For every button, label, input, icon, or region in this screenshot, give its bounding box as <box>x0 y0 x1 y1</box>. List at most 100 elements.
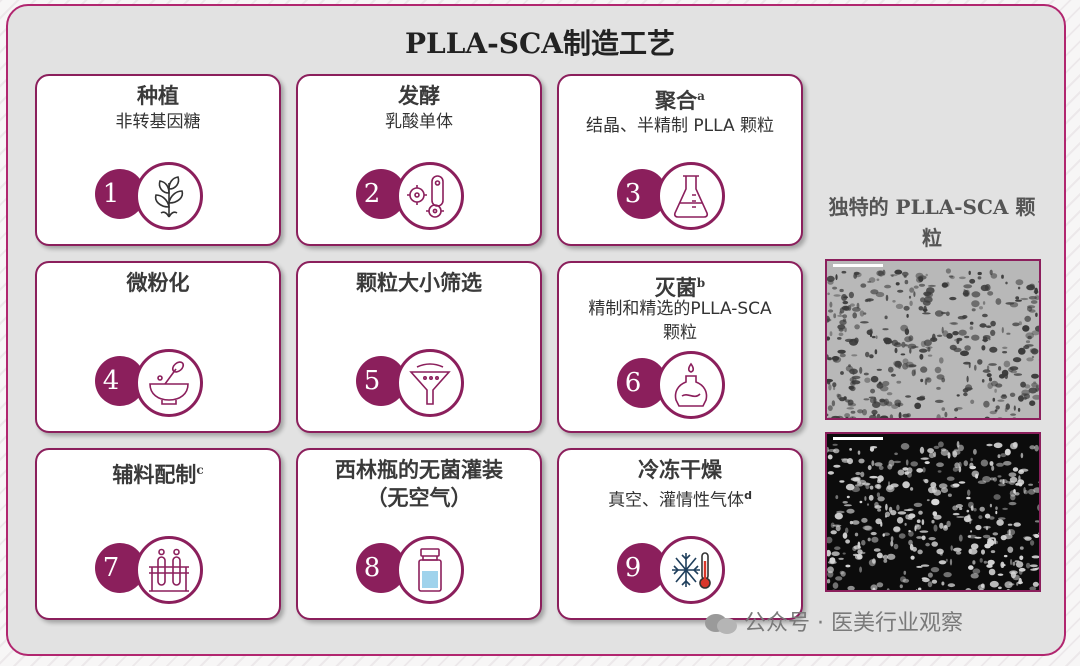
particle <box>869 476 878 479</box>
particle <box>1031 348 1038 354</box>
particle <box>1010 494 1015 500</box>
particle <box>861 518 867 523</box>
particle <box>827 379 833 382</box>
particle <box>972 560 975 564</box>
step-subtitle: 乳酸单体 <box>298 110 540 134</box>
particle <box>1004 361 1011 368</box>
particle <box>1028 484 1033 486</box>
particle <box>1015 296 1019 300</box>
particle <box>1009 472 1017 477</box>
particle <box>830 590 838 592</box>
particle <box>1008 524 1013 526</box>
particle <box>920 366 927 372</box>
particle <box>829 302 832 308</box>
step-title: 微粉化 <box>37 269 279 297</box>
particle <box>833 582 839 589</box>
particle <box>972 471 980 478</box>
particle <box>827 293 830 296</box>
particle <box>1031 300 1038 304</box>
particle <box>854 272 860 275</box>
particle <box>928 573 933 578</box>
particle <box>835 576 842 580</box>
particle <box>995 506 998 510</box>
particle <box>1019 578 1022 584</box>
watermark: 公众号 · 医美行业观察 <box>704 608 963 640</box>
particle <box>841 294 847 301</box>
particle <box>880 416 888 420</box>
particle <box>952 506 958 511</box>
particle <box>873 588 876 592</box>
particle <box>952 451 957 458</box>
particle <box>933 452 936 458</box>
particle <box>988 363 997 366</box>
particle <box>909 296 911 299</box>
particle <box>996 405 1000 409</box>
particle <box>1034 445 1039 452</box>
particle <box>827 447 829 453</box>
particle <box>908 530 911 532</box>
particle <box>847 458 853 464</box>
particle <box>907 472 912 478</box>
particle <box>977 359 982 365</box>
particle <box>1010 413 1016 415</box>
particle <box>969 271 971 275</box>
particle <box>831 523 835 528</box>
particle <box>849 416 857 420</box>
icon-circle <box>657 162 725 230</box>
bacteria-icon <box>407 173 453 219</box>
particle <box>873 413 876 416</box>
particle <box>1029 284 1034 288</box>
particle <box>936 462 944 467</box>
particle <box>850 521 853 524</box>
particle <box>964 460 968 466</box>
flask-icon <box>668 173 714 219</box>
particle <box>828 561 837 565</box>
particle <box>857 303 860 309</box>
particle <box>894 361 902 368</box>
icon-circle <box>135 162 203 230</box>
watermark-text: 公众号 · 医美行业观察 <box>744 611 963 636</box>
vial-icon <box>407 547 453 593</box>
particle <box>929 537 936 540</box>
particle <box>995 511 997 515</box>
particle <box>963 393 968 397</box>
particle <box>884 285 891 289</box>
particle <box>1002 347 1007 349</box>
particle <box>878 555 885 558</box>
particle <box>937 335 942 337</box>
particle <box>919 354 923 360</box>
particle <box>980 558 983 563</box>
particle <box>1007 589 1011 592</box>
particle <box>891 483 899 487</box>
particle <box>1009 502 1017 505</box>
particle <box>877 414 881 420</box>
particle <box>835 495 838 499</box>
particle <box>948 583 955 587</box>
step-title: 西林瓶的无菌灌装（无空气） <box>298 456 540 512</box>
particle <box>1001 395 1008 399</box>
particle <box>987 365 989 370</box>
particle <box>950 276 955 280</box>
particle <box>889 460 895 467</box>
step-subtitle: 真空、灌情性气体d <box>559 484 801 513</box>
particle <box>918 511 923 515</box>
step-card-2: 发酵 乳酸单体 2 <box>296 74 542 246</box>
particle <box>828 309 833 312</box>
particle <box>840 354 846 358</box>
particle <box>983 535 990 538</box>
particle <box>1009 570 1018 574</box>
particle <box>966 497 970 500</box>
particle <box>828 405 833 411</box>
particle <box>865 352 869 358</box>
particle <box>981 549 985 554</box>
particle <box>926 287 935 294</box>
particle <box>899 533 906 538</box>
particle <box>1018 287 1020 290</box>
step-title: 聚合a <box>559 82 801 115</box>
particle <box>842 314 847 318</box>
particle <box>1018 348 1026 355</box>
particle <box>940 417 945 420</box>
particle <box>963 284 972 288</box>
particle <box>877 475 883 482</box>
particle <box>931 520 934 524</box>
